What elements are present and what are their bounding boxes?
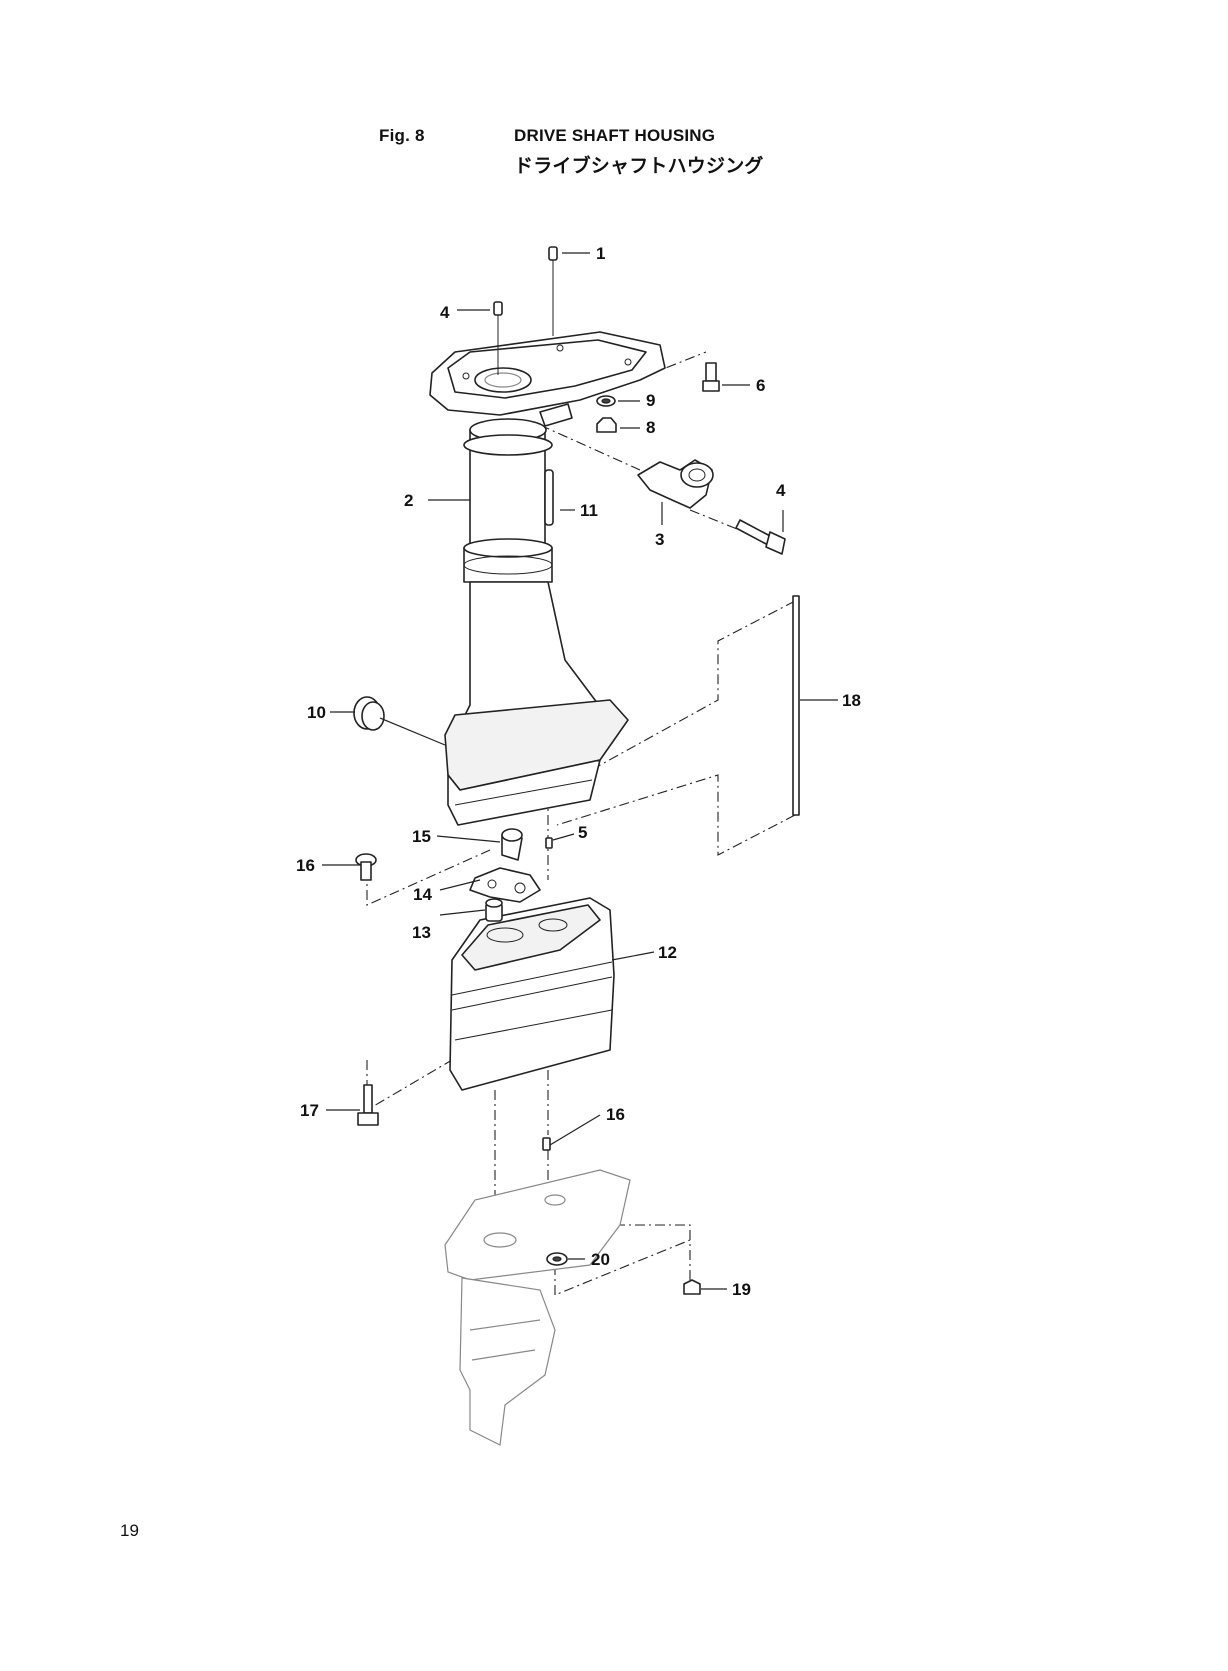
- callout-4-top: 1: [596, 244, 605, 263]
- figure-title-english: DRIVE SHAFT HOUSING: [514, 126, 716, 145]
- callout-labels: 1 4 6 9 8 4 2 11 3 18 10 15 5 16 14 13 1…: [296, 244, 861, 1299]
- callout-17: 17: [300, 1101, 319, 1120]
- callout-15: 16: [296, 856, 315, 875]
- callout-20: 20: [591, 1250, 610, 1269]
- callout-4-left: 4: [440, 303, 450, 322]
- callout-19: 19: [732, 1280, 751, 1299]
- callout-5: 5: [578, 823, 587, 842]
- figure-title-japanese: ドライブシャフトハウジング: [514, 155, 764, 177]
- callout-8: 9: [646, 391, 655, 410]
- callout-7: 8: [646, 418, 655, 437]
- callout-9: 10: [307, 703, 326, 722]
- callout-6: 6: [756, 376, 765, 395]
- callout-18: 18: [842, 691, 861, 710]
- part-11-lower-cover: [449, 897, 615, 1091]
- callout-11: 12: [658, 943, 677, 962]
- callout-16: 16: [606, 1105, 625, 1124]
- callout-2: 3: [655, 530, 664, 549]
- callout-3: 4: [776, 481, 786, 500]
- page-number: 19: [120, 1521, 139, 1540]
- callout-1: 2: [404, 491, 413, 510]
- callout-13: 14: [413, 885, 432, 904]
- small-parts: [353, 246, 800, 1295]
- callout-12: 13: [412, 923, 431, 942]
- callout-10: 11: [580, 501, 598, 520]
- gearcase-ghost: [444, 1169, 631, 1446]
- callout-14: 15: [412, 827, 431, 846]
- leader-lines: [322, 252, 838, 1290]
- part-1-drive-shaft-housing: [429, 331, 666, 826]
- figure-label: Fig. 8: [379, 126, 425, 145]
